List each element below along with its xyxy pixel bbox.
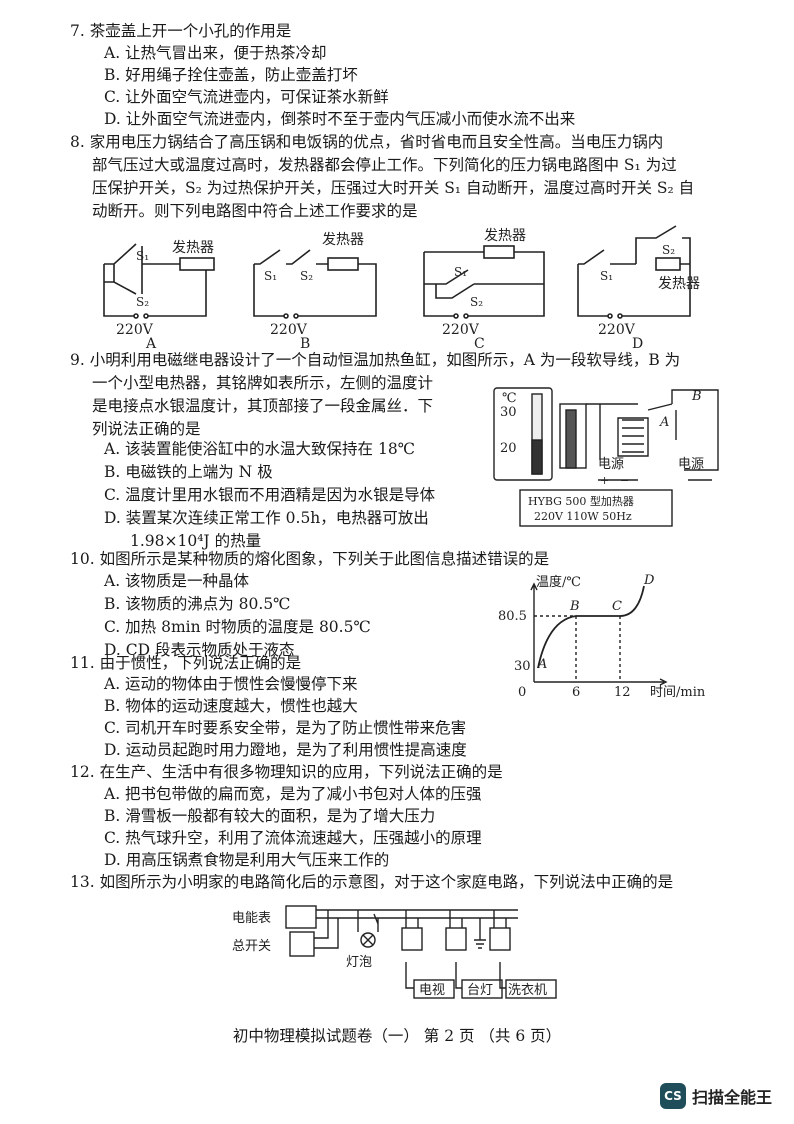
q8-label-d: D — [632, 336, 643, 348]
q13-lamp-label: 台灯 — [467, 983, 493, 998]
q11-option-d: D. 运动员起跑时用力蹬地，是为了利用惯性提高速度 — [104, 741, 467, 759]
q8-line-1: 8. 家用电压力锅结合了高压锅和电饭锅的优点，省时省电而且安全性高。当电压力锅内 — [70, 133, 664, 151]
q8-line-2: 部气压过大或温度过高时，发热器都会停止工作。下列简化的压力锅电路图中 S₁ 为过 — [92, 156, 677, 174]
q9-option-b: B. 电磁铁的上端为 N 极 — [104, 463, 273, 481]
scanner-watermark: CS 扫描全能王 — [660, 1083, 772, 1109]
q9-fig-tick30: 30 — [500, 405, 517, 420]
q9-nameplate-2: 220V 110W 50Hz — [534, 510, 632, 523]
q9-option-d-cont: 1.98×10⁴J 的热量 — [130, 532, 262, 550]
q9-line-4: 列说法正确的是 — [92, 420, 201, 438]
q11-option-a: A. 运动的物体由于惯性会慢慢停下来 — [104, 675, 358, 693]
q10-point-b: B — [569, 599, 580, 614]
q8-b-heater: 发热器 — [322, 232, 364, 248]
q10-stem: 10. 如图所示是某种物质的熔化图象，下列关于此图信息描述错误的是 — [70, 550, 550, 568]
q8-label-a: A — [145, 336, 157, 348]
q8-a-voltage: 220V — [116, 322, 154, 338]
q7-option-a: A. 让热气冒出来，便于热茶冷却 — [104, 44, 327, 62]
q9-fig-power1: 电源 — [598, 457, 624, 472]
q10-melting-chart: 温度/℃ 时间/min 80.5 30 0 6 12 A B C D — [498, 573, 706, 700]
q9-option-d: D. 装置某次连续正常工作 0.5h，电热器可放出 — [104, 509, 429, 527]
q10-xlabel: 时间/min — [650, 685, 706, 700]
q8-a-heater: 发热器 — [172, 240, 214, 256]
q12-stem: 12. 在生产、生活中有很多物理知识的应用，下列说法正确的是 — [70, 763, 503, 781]
q9-fig-plus: + — [600, 474, 609, 487]
page-footer: 初中物理模拟试题卷（一） 第 2 页 （共 6 页） — [232, 1027, 562, 1045]
q9-fig-label-b: B — [691, 389, 702, 404]
q12-option-b: B. 滑雪板一般都有较大的面积，是为了增大压力 — [104, 807, 436, 825]
q10-point-c: C — [612, 599, 622, 614]
q13-bulb-label: 灯泡 — [346, 955, 372, 970]
q10-x12: 12 — [614, 685, 631, 700]
q13-switch-label: 总开关 — [232, 939, 271, 954]
q10-option-c: C. 加热 8min 时物质的温度是 80.5℃ — [104, 618, 371, 636]
q13-washer-label: 洗衣机 — [508, 982, 547, 998]
q13-home-circuit: 电能表 总开关 灯泡 电视 台灯 洗衣机 — [232, 905, 557, 999]
q12-option-d: D. 用高压锅煮食物是利用大气压来工作的 — [104, 851, 390, 869]
q10-point-d: D — [643, 573, 655, 588]
q9-relay-figure: ℃ 30 20 A B 电源 电源 + − HYBG 500 型加热器 220V… — [493, 387, 719, 527]
q10-ylabel: 温度/℃ — [536, 574, 581, 590]
q9-line-3: 是电接点水银温度计，其顶部接了一段金属丝．下 — [92, 397, 434, 415]
q9-fig-power2: 电源 — [678, 457, 704, 472]
q11-option-c: C. 司机开车时要系安全带，是为了防止惯性带来危害 — [104, 719, 467, 737]
q8-b-s1: S₁ — [264, 269, 277, 283]
q8-label-b: B — [300, 336, 310, 348]
q10-option-a: A. 该物质是一种晶体 — [104, 572, 250, 590]
q10-option-b: B. 该物质的沸点为 80.5℃ — [104, 595, 291, 613]
q9-option-c: C. 温度计里用水银而不用酒精是因为水银是导体 — [104, 486, 436, 504]
q7-option-d: D. 让外面空气流进壶内，倒茶时不至于壶内气压减小而使水流不出来 — [104, 110, 576, 128]
q8-c-voltage: 220V — [442, 322, 480, 338]
q8-a-s2: S₂ — [136, 295, 149, 309]
q9-line-1: 9. 小明利用电磁继电器设计了一个自动恒温加热鱼缸，如图所示，A 为一段软导线，… — [70, 351, 681, 369]
q13-stem: 13. 如图所示为小明家的电路简化后的示意图，对于这个家庭电路，下列说法中正确的… — [70, 873, 674, 891]
q8-c-s1: S₁ — [454, 265, 467, 279]
q13-tv-label: 电视 — [419, 983, 445, 998]
q9-fig-label-a: A — [659, 415, 669, 430]
q10-y30: 30 — [514, 659, 531, 674]
q9-nameplate-1: HYBG 500 型加热器 — [528, 494, 634, 508]
q8-d-heater: 发热器 — [658, 276, 700, 292]
q8-d-s2: S₂ — [662, 243, 675, 257]
q13-meter-label: 电能表 — [232, 911, 271, 926]
q8-circuit-diagrams: 发热器 S₁ S₂ 220V A 发热器 S₁ S₂ 220V B 发热器 S₁… — [103, 225, 700, 348]
q8-b-s2: S₂ — [300, 269, 313, 283]
q9-line-2: 一个小型电热器，其铭牌如表所示，左侧的温度计 — [92, 374, 434, 392]
q8-d-s1: S₁ — [600, 269, 613, 283]
q7-option-c: C. 让外面空气流进壶内，可保证茶水新鲜 — [104, 88, 389, 106]
q8-c-heater: 发热器 — [484, 228, 526, 244]
q10-point-a: A — [537, 657, 547, 672]
q7-option-b: B. 好用绳子拴住壶盖，防止壶盖打坏 — [104, 66, 358, 84]
q8-line-3: 压保护开关，S₂ 为过热保护开关，压强过大时开关 S₁ 自动断开，温度过高时开关… — [92, 179, 695, 197]
q8-b-voltage: 220V — [270, 322, 308, 338]
q9-fig-minus: − — [620, 474, 629, 487]
q10-option-d: D. CD 段表示物质处于液态 — [104, 641, 295, 659]
q11-stem: 11. 由于惯性，下列说法正确的是 — [70, 654, 302, 672]
watermark-text: 扫描全能王 — [692, 1088, 773, 1107]
q8-d-voltage: 220V — [598, 322, 636, 338]
q8-c-s2: S₂ — [470, 295, 483, 309]
q12-option-c: C. 热气球升空，利用了流体流速越大，压强越小的原理 — [104, 829, 482, 847]
q9-option-a: A. 该装置能使浴缸中的水温大致保持在 18℃ — [104, 440, 416, 458]
camscanner-logo-icon: CS — [660, 1083, 686, 1109]
q7-stem: 7. 茶壶盖上开一个小孔的作用是 — [70, 22, 292, 40]
q8-a-s1: S₁ — [136, 249, 149, 263]
q8-label-c: C — [474, 336, 485, 348]
q10-y805: 80.5 — [498, 609, 527, 624]
q9-fig-unit: ℃ — [502, 391, 517, 406]
q9-fig-tick20: 20 — [500, 441, 517, 456]
q8-line-4: 动断开。则下列电路图中符合上述工作要求的是 — [92, 202, 418, 220]
q10-x6: 6 — [572, 685, 580, 700]
q12-option-a: A. 把书包带做的扁而宽，是为了减小书包对人体的压强 — [104, 785, 482, 803]
q11-option-b: B. 物体的运动速度越大，惯性也越大 — [104, 697, 358, 715]
q10-x0: 0 — [518, 685, 526, 700]
